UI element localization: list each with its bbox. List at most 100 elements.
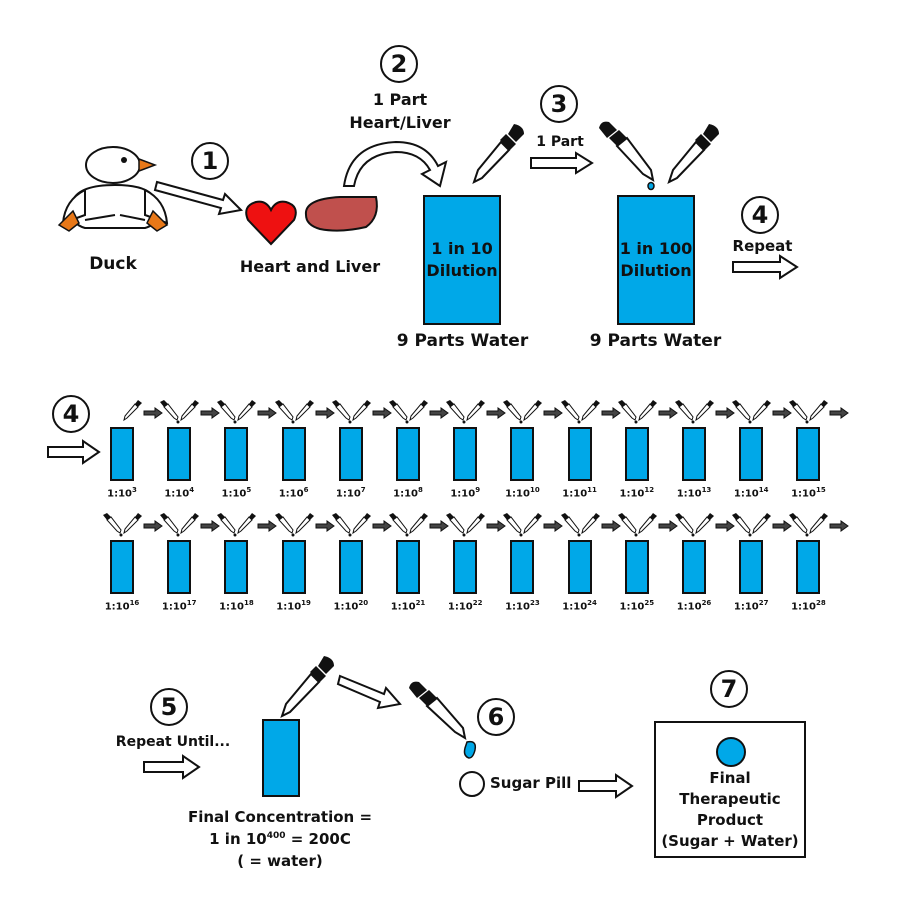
dilution-label: 1:103 bbox=[107, 486, 137, 500]
dilution-beaker bbox=[338, 427, 363, 481]
drop-icon bbox=[463, 740, 477, 759]
dispensing-dropper-icon bbox=[103, 513, 123, 537]
final-concentration-line2: 1 in 10400 = 200C bbox=[209, 830, 351, 848]
step-2-text-line1: 1 Part bbox=[372, 90, 428, 109]
duck-label: Duck bbox=[89, 254, 137, 274]
step-7-badge: 7 bbox=[710, 670, 748, 708]
step-4-series-badge: 4 bbox=[52, 395, 90, 433]
dropper-icon bbox=[294, 400, 314, 422]
dropper-icon bbox=[294, 513, 314, 535]
final-product-box: Final Therapeutic Product (Sugar + Water… bbox=[654, 721, 806, 858]
arrow-right-icon bbox=[336, 674, 402, 710]
dropper-icon bbox=[695, 513, 714, 535]
dispensing-dropper-icon bbox=[617, 513, 638, 537]
dropper-icon bbox=[409, 513, 428, 535]
dilution-label: 1:1027 bbox=[733, 599, 769, 613]
dispensing-dropper-icon bbox=[560, 400, 581, 424]
dropper-icon bbox=[637, 513, 657, 535]
arrow-right-icon bbox=[257, 407, 278, 419]
dilution-beaker bbox=[796, 540, 821, 594]
dilution-label: 1:1016 bbox=[104, 599, 140, 613]
step-1-badge: 1 bbox=[191, 142, 229, 180]
duck-foot-right bbox=[146, 209, 169, 232]
dilution-beaker bbox=[224, 540, 249, 594]
dilution-beaker bbox=[624, 427, 649, 481]
dropper-icon bbox=[599, 121, 655, 191]
dilution-beaker bbox=[796, 427, 821, 481]
arrow-right-icon bbox=[372, 520, 392, 532]
dilution-label: 1:1028 bbox=[791, 599, 826, 613]
sugar-pill-icon bbox=[459, 771, 485, 797]
arrow-right-icon bbox=[658, 520, 678, 532]
dilution-beaker bbox=[110, 540, 134, 594]
dispensing-dropper-icon bbox=[789, 400, 809, 424]
dilution-beaker bbox=[624, 540, 649, 594]
dropper-icon bbox=[280, 656, 334, 718]
dispensing-dropper-icon bbox=[160, 513, 180, 537]
dropper-icon bbox=[123, 513, 142, 535]
dilution-label: 1:1020 bbox=[333, 599, 369, 613]
dilution-beaker bbox=[338, 540, 363, 594]
dilution-beaker bbox=[739, 427, 764, 481]
duck-eye bbox=[121, 157, 127, 163]
curved-arrow-icon bbox=[342, 140, 448, 188]
dropper-icon bbox=[809, 400, 829, 422]
dispensing-dropper-icon bbox=[446, 513, 466, 537]
final-product-line4: (Sugar + Water) bbox=[661, 832, 799, 850]
dilution-beaker bbox=[281, 540, 306, 594]
arrow-right-icon bbox=[715, 407, 735, 419]
dilution-beaker bbox=[567, 540, 592, 594]
dropper-icon bbox=[409, 681, 477, 759]
arrow-right-icon bbox=[530, 151, 594, 175]
step-2-text-line2: Heart/Liver bbox=[349, 113, 451, 132]
dilution-beaker bbox=[682, 540, 706, 594]
arrow-right-icon bbox=[153, 180, 244, 216]
dispensing-dropper-icon bbox=[675, 513, 695, 537]
duck-body bbox=[61, 146, 169, 229]
dilution-label: 1:107 bbox=[335, 486, 366, 500]
arrow-right-icon bbox=[601, 407, 621, 419]
dilution-label: 1:1015 bbox=[791, 486, 826, 500]
dilution-label: 1:104 bbox=[164, 486, 195, 500]
step-5-badge: 5 bbox=[150, 688, 188, 726]
beaker-1-in-10: 1 in 10 Dilution bbox=[423, 195, 501, 325]
dropper-icon bbox=[523, 400, 543, 422]
final-product-pill-icon bbox=[716, 737, 746, 767]
arrow-right-icon bbox=[658, 407, 678, 419]
arrow-right-icon bbox=[578, 773, 634, 799]
arrow-right-icon bbox=[47, 439, 101, 465]
liver-icon bbox=[304, 196, 378, 232]
dropper-icon bbox=[466, 513, 486, 535]
arrow-right-icon bbox=[315, 407, 335, 419]
dispensing-dropper-icon bbox=[389, 400, 409, 424]
dropper-icon bbox=[752, 400, 772, 422]
dilution-label: 1:105 bbox=[221, 486, 252, 500]
dispensing-dropper-icon bbox=[217, 400, 237, 424]
dilution-label: 1:1014 bbox=[733, 486, 769, 500]
dispensing-dropper-icon bbox=[331, 513, 352, 537]
arrow-right-icon bbox=[772, 407, 793, 419]
dilution-label: 1:109 bbox=[450, 486, 481, 500]
dilution-beaker bbox=[510, 540, 535, 594]
dropper-icon bbox=[809, 513, 829, 535]
dropper-icon bbox=[237, 513, 257, 535]
arrow-right-icon bbox=[143, 407, 163, 419]
dilution-beaker bbox=[567, 427, 592, 481]
final-product-line2: Therapeutic bbox=[679, 790, 781, 808]
arrow-right-icon bbox=[315, 520, 335, 532]
dilution-beaker bbox=[396, 540, 420, 594]
step-4-badge: 4 bbox=[741, 196, 779, 234]
beaker-1-line2: Dilution bbox=[426, 261, 498, 280]
step-5-text: Repeat Until... bbox=[115, 734, 231, 750]
dropper-icon bbox=[580, 400, 600, 422]
dilution-label: 1:1011 bbox=[562, 486, 597, 500]
arrow-right-icon bbox=[429, 520, 449, 532]
dilution-beaker bbox=[453, 427, 478, 481]
final-concentration-line1: Final Concentration = bbox=[187, 808, 373, 826]
dropper-icon bbox=[752, 513, 772, 535]
dilution-label: 1:1019 bbox=[276, 599, 311, 613]
arrow-right-icon bbox=[429, 407, 449, 419]
dilution-label: 1:106 bbox=[278, 486, 309, 500]
drop-icon bbox=[647, 181, 655, 191]
sugar-pill-label: Sugar Pill bbox=[490, 774, 572, 792]
